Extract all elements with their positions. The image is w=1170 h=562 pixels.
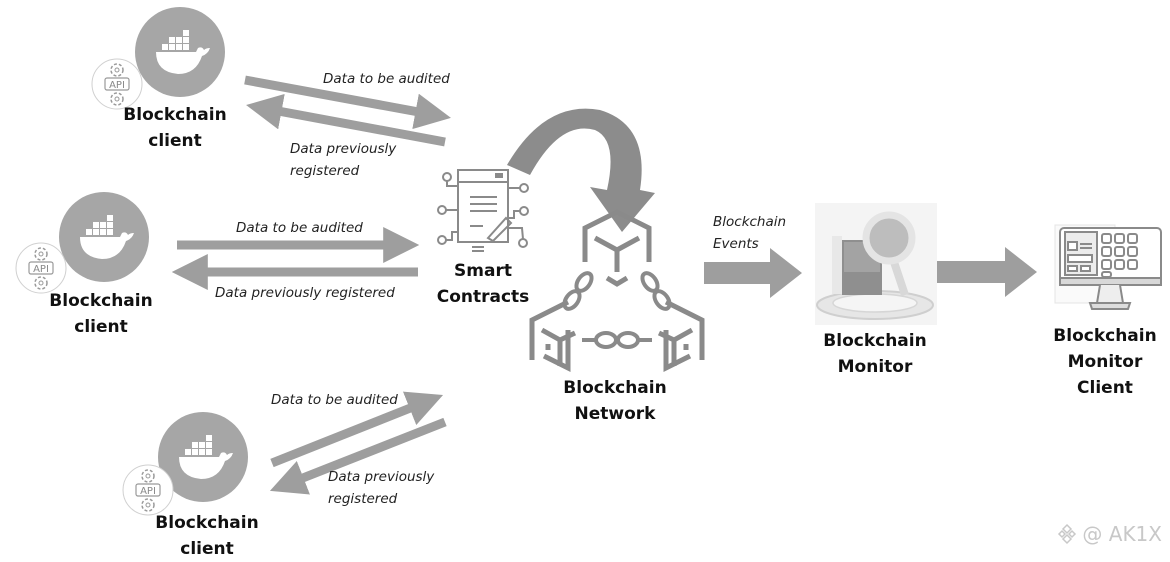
client-top-label: Blockchain client [123,105,227,151]
smart-contracts-label: Smart Contracts [436,261,530,307]
monitor-magnifier-icon [815,203,937,325]
edge-events-label: Blockchain Events [713,214,787,252]
blockchain-monitor-client-label: Blockchain Monitor Client [1053,326,1157,398]
curved-arrow-contracts-to-network [507,108,655,232]
watermark: @ AK1X [1056,522,1162,546]
client-middle-label: Blockchain client [49,291,153,337]
watermark-text: @ AK1X [1082,522,1162,546]
edge-top-to-label: Data to be audited [323,71,450,87]
dashboard-monitor-icon [1054,224,1162,310]
edge-middle-from-label: Data previously registered [215,285,395,301]
api-gear-icon [15,242,67,294]
edge-bottom-to-label: Data to be audited [271,392,398,408]
arrow-contracts-to-bottom [269,417,447,495]
client-bottom-node [122,412,248,516]
blockchain-monitor-label: Blockchain Monitor [823,331,927,377]
arrow-monitor-to-client [937,247,1037,297]
edge-top-from-label: Data previously registered [290,141,397,179]
smart-contract-document-icon [437,169,529,252]
arrow-network-to-monitor [704,248,802,298]
client-top-node [91,7,225,110]
blockchain-cubes-chain-icon [529,209,705,373]
arrow-bottom-to-contracts [270,391,444,468]
edge-middle-to-label: Data to be audited [236,220,363,236]
client-middle-node [15,192,149,294]
arrow-contracts-to-top [246,93,446,147]
arrow-top-to-contracts [244,75,451,130]
blockchain-network-label: Blockchain Network [563,378,667,424]
edge-bottom-from-label: Data previously registered [328,469,435,507]
api-gear-icon [122,464,174,516]
client-bottom-label: Blockchain client [155,513,259,559]
binance-logo-icon [1058,523,1077,545]
